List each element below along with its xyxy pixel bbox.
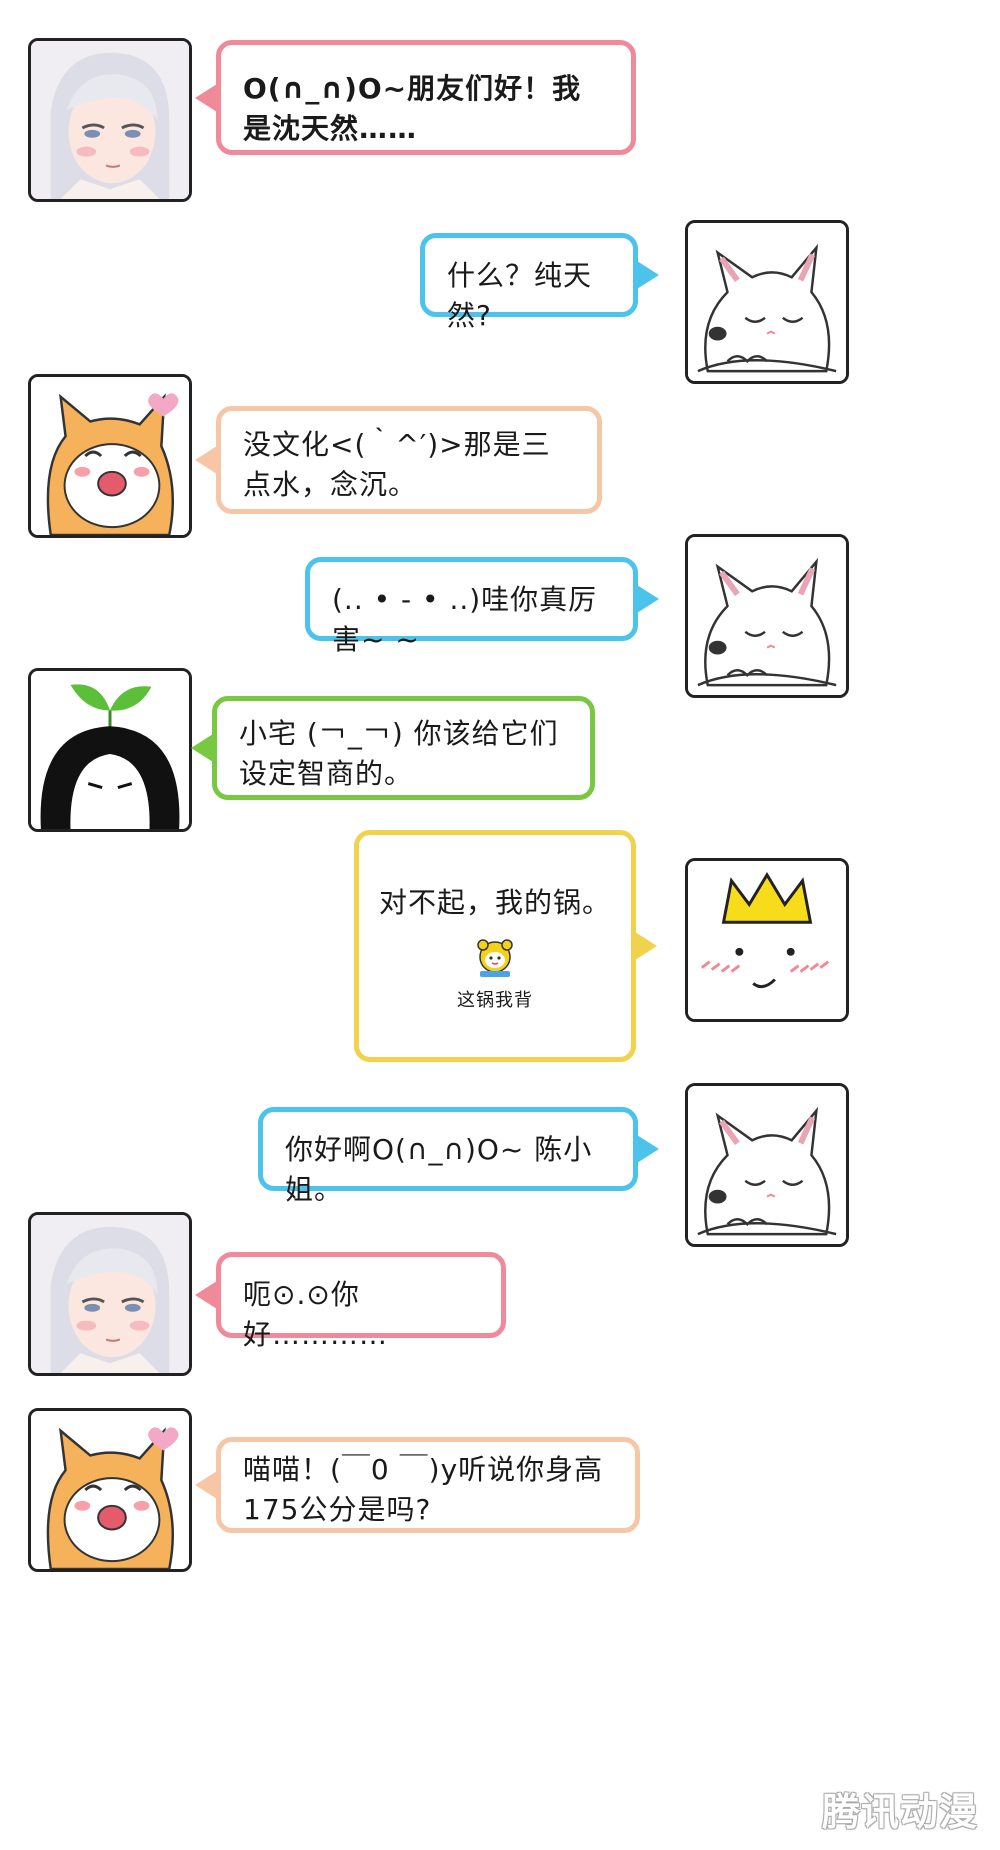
bubble-tail	[637, 1135, 659, 1163]
message-bubble-4: (.. • - • ..)哇你真厉害~ ~	[305, 557, 659, 656]
bubble-tail	[637, 261, 659, 289]
message-text: 小宅 (￢_￢) 你该给它们设定智商的。	[239, 717, 559, 790]
message-bubble-3: 没文化<(｀^′)>那是三点水，念沉。	[195, 406, 602, 514]
message-text: 没文化<(｀^′)>那是三点水，念沉。	[243, 428, 551, 501]
message-bubble-9: 喵喵！(￣0 ￣)y听说你身高175公分是吗?	[195, 1437, 640, 1533]
message-bubble-8: 呃⊙.⊙你好…………	[195, 1252, 506, 1351]
message-text: O(∩_∩)O~朋友们好！我是沈天然……	[243, 72, 582, 145]
message-text: 什么？纯天然?	[447, 259, 593, 332]
silver-haired-boy-illustration	[31, 41, 189, 199]
message-bubble-6: 对不起，我的锅。 这锅我背	[354, 830, 657, 1062]
bubble-tail	[195, 1281, 217, 1309]
orange-cat-illustration	[31, 1411, 189, 1569]
bubble-tail	[635, 932, 657, 960]
sticker-label: 这锅我背	[457, 990, 533, 1011]
message-text: 你好啊O(∩_∩)O~ 陈小姐。	[285, 1133, 593, 1206]
bubble-tail	[195, 1471, 217, 1499]
silver-haired-boy-illustration	[31, 1215, 189, 1373]
message-text: 对不起，我的锅。	[379, 886, 612, 919]
bubble-tail	[637, 585, 659, 613]
message-bubble-7: 你好啊O(∩_∩)O~ 陈小姐。	[258, 1107, 659, 1206]
bubble-tail	[195, 446, 217, 474]
sprout-girl-illustration	[31, 671, 189, 829]
avatar-white-dog	[685, 1083, 849, 1247]
avatar-crown	[685, 858, 849, 1022]
avatar-shen-tianran	[28, 38, 192, 202]
sleeping-white-dog-illustration	[688, 223, 846, 381]
message-bubble-5: 小宅 (￢_￢) 你该给它们设定智商的。	[191, 696, 595, 800]
crown-face-illustration	[688, 861, 846, 1019]
yellow-bear-sticker-icon	[477, 939, 513, 977]
orange-cat-illustration	[31, 377, 189, 535]
message-bubble-1: O(∩_∩)O~朋友们好！我是沈天然……	[195, 40, 636, 155]
message-text: 喵喵！(￣0 ￣)y听说你身高175公分是吗?	[243, 1453, 604, 1526]
bubble-tail	[191, 734, 213, 762]
avatar-xiaozhai	[28, 668, 192, 832]
avatar-shen-tianran	[28, 1212, 192, 1376]
message-bubble-2: 什么？纯天然?	[420, 233, 659, 332]
avatar-orange-cat	[28, 374, 192, 538]
avatar-white-dog	[685, 534, 849, 698]
watermark: 腾讯动漫	[821, 1790, 978, 1834]
sleeping-white-dog-illustration	[688, 1086, 846, 1244]
sleeping-white-dog-illustration	[688, 537, 846, 695]
avatar-orange-cat	[28, 1408, 192, 1572]
message-text: 呃⊙.⊙你好…………	[243, 1278, 389, 1351]
sticker: 这锅我背	[379, 937, 611, 1012]
bubble-tail	[195, 83, 217, 112]
avatar-white-dog	[685, 220, 849, 384]
message-text: (.. • - • ..)哇你真厉害~ ~	[332, 583, 598, 656]
